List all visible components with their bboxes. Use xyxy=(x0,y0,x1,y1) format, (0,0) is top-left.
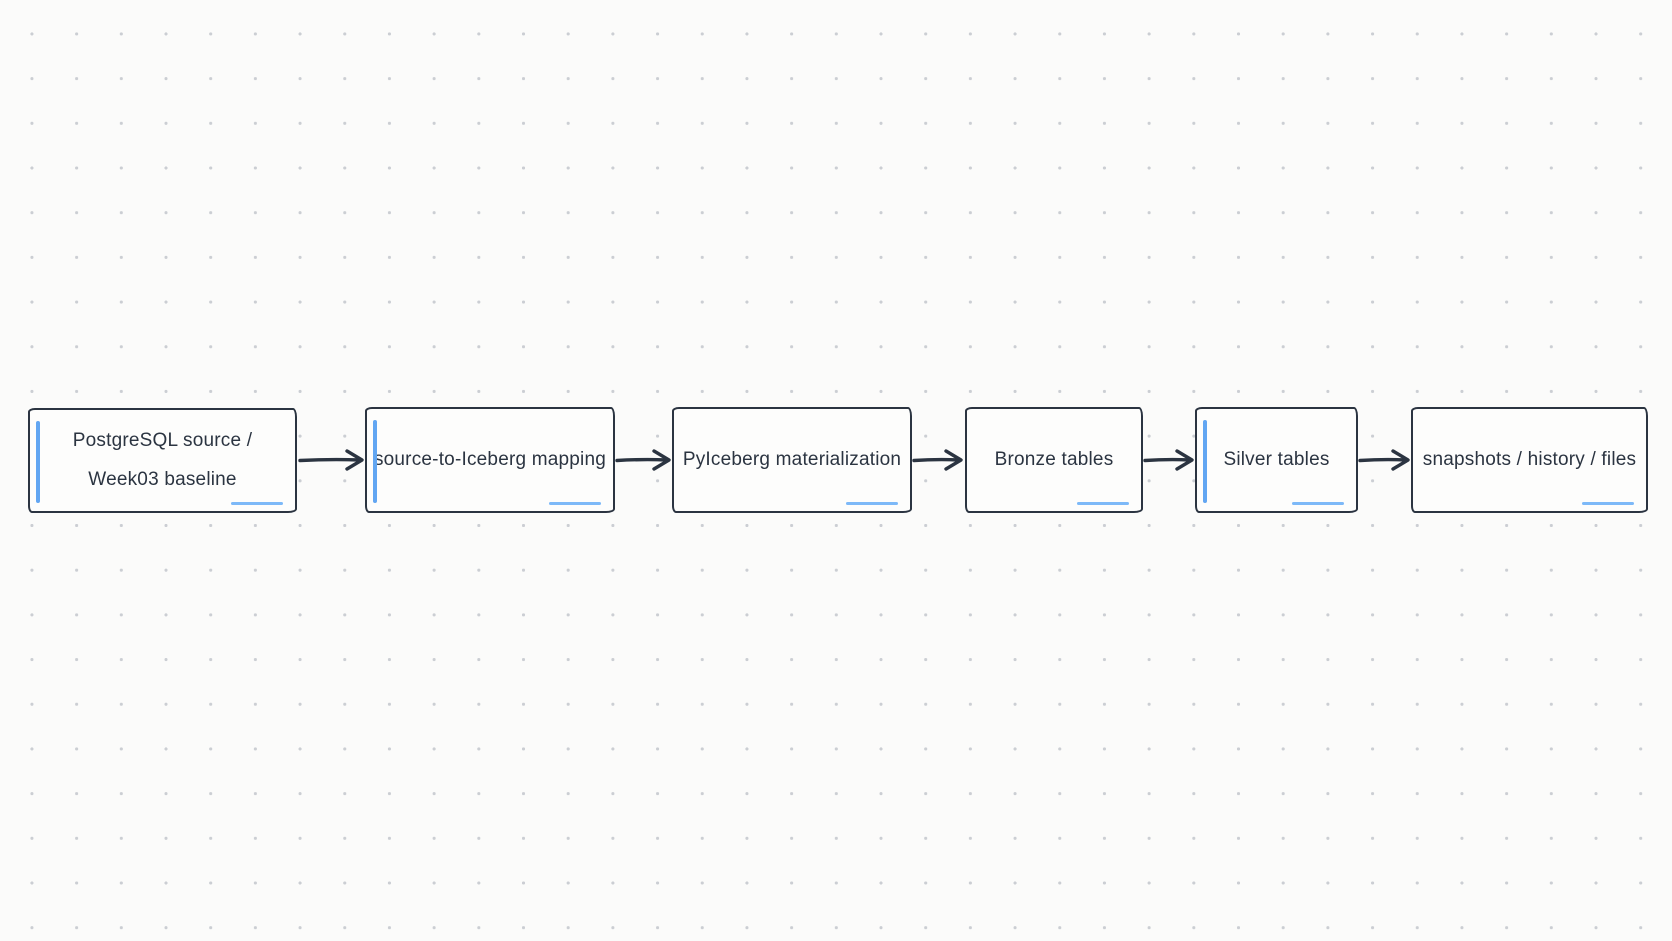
bottom-accent-stroke xyxy=(1292,502,1344,505)
connector-arrow-pyiceberg-materialization-to-bronze-tables[interactable] xyxy=(912,449,963,471)
arrow-shaft xyxy=(912,457,961,463)
flow-node-source-to-iceberg-mapping[interactable]: source-to-Iceberg mapping xyxy=(365,407,615,513)
left-accent-stroke xyxy=(373,420,377,503)
connector-arrow-source-to-iceberg-mapping-to-pyiceberg-materialization[interactable] xyxy=(615,449,671,471)
flow-node-snapshots-history-files[interactable]: snapshots / history / files xyxy=(1411,407,1648,513)
flow-node-label-line: Silver tables xyxy=(1223,448,1330,470)
flow-node-pyiceberg-materialization[interactable]: PyIceberg materialization xyxy=(672,407,912,513)
arrow-head xyxy=(345,449,364,471)
arrow-head xyxy=(652,449,671,471)
arrow-shaft xyxy=(615,457,669,463)
bottom-accent-stroke xyxy=(231,502,283,505)
connector-arrow-silver-tables-to-snapshots-history-files[interactable] xyxy=(1358,449,1410,471)
bottom-accent-stroke xyxy=(549,502,601,505)
flow-node-label: PostgreSQL source / Week03 baseline xyxy=(73,422,252,500)
flow-node-label-line: Bronze tables xyxy=(994,448,1114,470)
flow-node-label-line: PyIceberg materialization xyxy=(682,448,902,470)
arrow-shaft xyxy=(1358,457,1408,463)
flow-node-label-line: PostgreSQL source / xyxy=(72,429,253,451)
flow-node-label: Silver tables xyxy=(1223,441,1329,480)
flow-node-bronze-tables[interactable]: Bronze tables xyxy=(965,407,1143,513)
bottom-accent-stroke xyxy=(1582,502,1634,505)
flow-node-label-line: Week03 baseline xyxy=(88,468,237,490)
arrow-head xyxy=(1175,449,1194,471)
arrow-shaft xyxy=(1143,457,1192,463)
connector-arrow-bronze-tables-to-silver-tables[interactable] xyxy=(1143,449,1194,471)
arrow-shaft xyxy=(298,457,362,463)
flow-node-postgresql-source[interactable]: PostgreSQL source / Week03 baseline xyxy=(28,408,297,513)
flow-node-label: snapshots / history / files xyxy=(1423,441,1636,480)
flow-node-silver-tables[interactable]: Silver tables xyxy=(1195,407,1358,513)
connector-arrow-postgresql-source-to-source-to-iceberg-mapping[interactable] xyxy=(298,449,364,471)
flow-node-label: Bronze tables xyxy=(995,441,1114,480)
flow-node-label-line: source-to-Iceberg mapping xyxy=(373,448,607,470)
flow-node-label: PyIceberg materialization xyxy=(683,441,901,480)
left-accent-stroke xyxy=(36,421,40,503)
bottom-accent-stroke xyxy=(1077,502,1129,505)
arrow-head xyxy=(944,449,963,471)
left-accent-stroke xyxy=(1203,420,1207,503)
flow-node-label-line: snapshots / history / files xyxy=(1422,448,1637,470)
arrow-head xyxy=(1391,449,1410,471)
flow-node-label: source-to-Iceberg mapping xyxy=(374,441,606,480)
bottom-accent-stroke xyxy=(846,502,898,505)
